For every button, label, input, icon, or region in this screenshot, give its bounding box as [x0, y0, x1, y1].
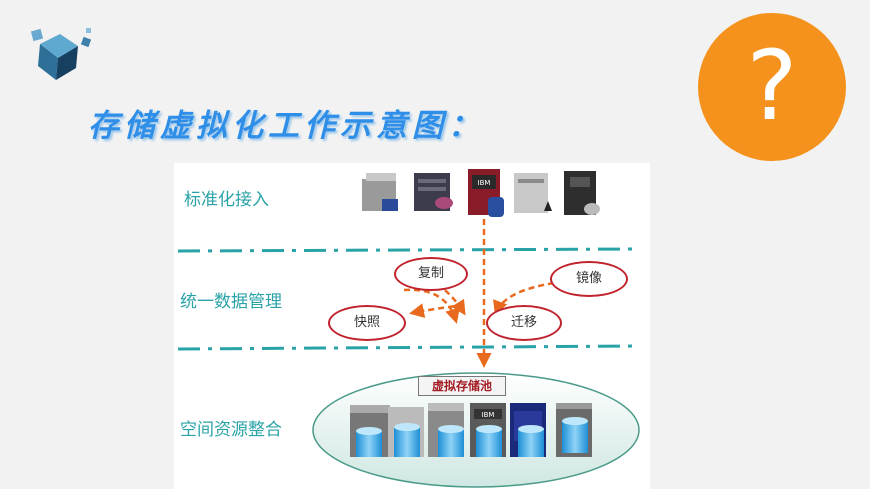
- operation-replicate: 复制: [394, 257, 468, 291]
- server-icon: [362, 173, 398, 211]
- flow-arrow-snapshot: [409, 303, 465, 319]
- server-icon: [414, 173, 453, 211]
- ibm-badge: IBM: [478, 179, 491, 187]
- server-icon: IBM: [468, 169, 504, 217]
- access-servers: IBM: [362, 169, 600, 217]
- operation-migrate: 迁移: [486, 305, 562, 341]
- row-label-access: 标准化接入: [184, 190, 269, 210]
- server-icon: [510, 403, 546, 457]
- server-icon: [564, 171, 600, 215]
- operation-snapshot: 快照: [328, 305, 406, 341]
- question-mark-icon: ?: [698, 13, 846, 161]
- operation-mirror: 镜像: [550, 261, 628, 297]
- pool-servers: IBM: [350, 403, 592, 457]
- server-icon: [514, 173, 552, 213]
- separator-line-top: [177, 247, 641, 253]
- server-icon: [388, 407, 424, 457]
- cube-logo-icon: [30, 26, 100, 86]
- data-flow-arrows: [403, 219, 555, 368]
- server-icon: [556, 403, 592, 457]
- row-label-management: 统一数据管理: [180, 292, 282, 312]
- page-title: 存储虚拟化工作示意图：: [88, 108, 484, 144]
- row-label-integration: 空间资源整合: [180, 420, 282, 440]
- server-icon: [350, 405, 390, 457]
- diagram-graphics: IBM: [177, 169, 641, 488]
- server-icon: IBM: [470, 403, 506, 457]
- virtual-storage-pool-label: 虚拟存储池: [418, 376, 506, 396]
- storage-virtualization-diagram: IBM: [174, 163, 650, 489]
- question-mark-symbol: ?: [746, 30, 798, 142]
- server-icon: [428, 403, 464, 457]
- separator-line-bottom: [177, 344, 641, 351]
- ibm-badge: IBM: [482, 411, 495, 419]
